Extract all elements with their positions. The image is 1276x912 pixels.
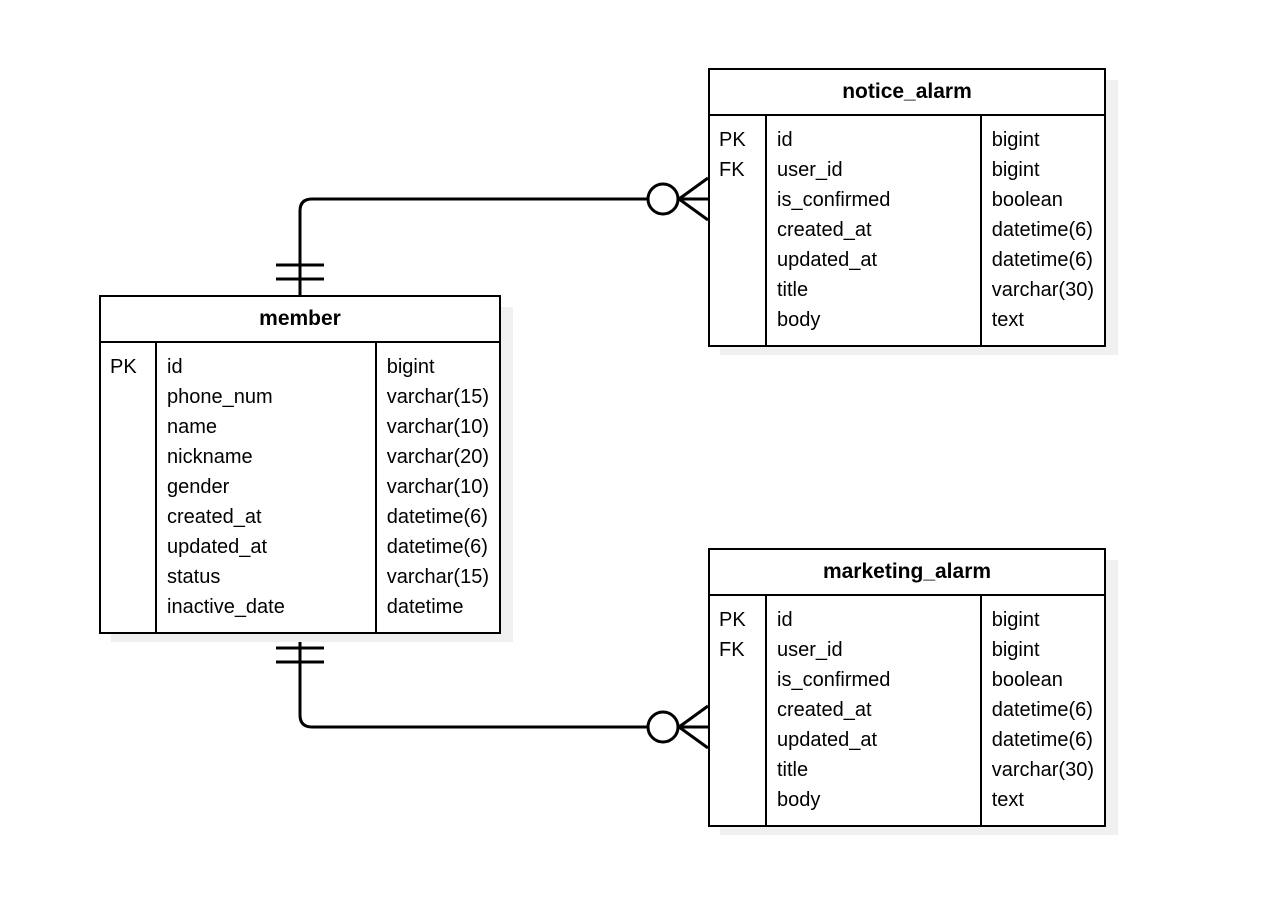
crowsfoot-upper-marketing [678,704,709,729]
key-cell [719,665,757,695]
column-name-cell: updated_at [777,249,878,271]
column-name-cell: gender [167,476,230,498]
entity-marketing-alarm[interactable]: marketing_alarm PK FK id user_id is_conf… [708,548,1106,827]
key-cell [110,532,147,562]
column-type-cell: boolean [991,669,1063,691]
entity-title-member: member [101,297,499,343]
column-type-cell: varchar(15) [386,386,489,408]
column-name-cell: id [777,609,793,631]
entity-key-column-member: PK [101,343,157,632]
column-name-cell: status [167,566,221,588]
column-name-cell: created_at [777,219,872,241]
column-type-cell: varchar(30) [991,759,1094,781]
crowsfoot-lower-marketing [678,725,709,750]
column-name-cell: phone_num [167,386,273,408]
key-cell: FK [719,159,745,181]
crowsfoot-upper-notice [678,176,709,201]
column-type-cell: varchar(20) [386,446,489,468]
entity-notice-alarm[interactable]: notice_alarm PK FK id user_id is_confirm… [708,68,1106,347]
column-name-cell: title [777,759,809,781]
column-type-cell: text [991,309,1024,331]
key-cell: PK [719,609,746,631]
column-name-cell: created_at [777,699,872,721]
column-name-cell: inactive_date [167,596,285,618]
column-name-cell: nickname [167,446,253,468]
column-name-cell: id [167,356,183,378]
entity-title-marketing-alarm: marketing_alarm [710,550,1104,596]
key-cell [110,442,147,472]
key-cell [719,275,757,305]
column-type-cell: text [991,789,1024,811]
column-name-cell: user_id [777,159,843,181]
column-name-cell: title [777,279,809,301]
key-cell [110,412,147,442]
column-type-cell: bigint [991,609,1040,631]
entity-type-column-notice-alarm: bigint bigint boolean datetime(6) dateti… [982,116,1104,345]
column-type-cell: datetime(6) [991,729,1093,751]
entity-key-column-notice-alarm: PK FK [710,116,767,345]
key-cell [110,592,147,622]
entity-body-member: PK id phone_num name nickname gender cre… [101,343,499,632]
column-type-cell: bigint [991,129,1040,151]
column-name-cell: is_confirmed [777,669,891,691]
entity-name-column-member: id phone_num name nickname gender create… [157,343,377,632]
key-cell [719,185,757,215]
entity-body-notice-alarm: PK FK id user_id is_confirmed created_at… [710,116,1104,345]
entity-type-column-member: bigint varchar(15) varchar(10) varchar(2… [377,343,499,632]
column-name-cell: created_at [167,506,262,528]
key-cell [110,472,147,502]
column-name-cell: updated_at [167,536,268,558]
key-cell: FK [719,639,745,661]
column-type-cell: datetime(6) [991,699,1093,721]
key-cell [719,785,757,815]
key-cell: PK [719,129,746,151]
entity-title-notice-alarm: notice_alarm [710,70,1104,116]
column-type-cell: boolean [991,189,1063,211]
column-name-cell: name [167,416,218,438]
relationship-line-member-marketing-alarm [298,631,648,729]
key-cell [719,695,757,725]
relationship-member-notice-alarm [276,176,709,295]
column-type-cell: varchar(10) [386,476,489,498]
column-name-cell: is_confirmed [777,189,891,211]
column-type-cell: varchar(10) [386,416,489,438]
column-type-cell: bigint [991,159,1040,181]
entity-name-column-notice-alarm: id user_id is_confirmed created_at updat… [767,116,982,345]
column-type-cell: datetime(6) [991,219,1093,241]
column-type-cell: varchar(30) [991,279,1094,301]
cardinality-zero-circle-marketing [646,710,680,744]
key-cell [719,245,757,275]
column-name-cell: id [777,129,793,151]
key-cell [719,305,757,335]
key-cell [110,382,147,412]
column-type-cell: varchar(15) [386,566,489,588]
entity-body-marketing-alarm: PK FK id user_id is_confirmed created_at… [710,596,1104,825]
key-cell [110,502,147,532]
column-type-cell: datetime [386,596,464,618]
key-cell [719,725,757,755]
crowsfoot-lower-notice [678,197,709,222]
column-type-cell: datetime(6) [386,506,488,528]
key-cell [719,755,757,785]
relationship-line-member-notice-alarm [298,197,648,295]
entity-type-column-marketing-alarm: bigint bigint boolean datetime(6) dateti… [982,596,1104,825]
relationship-member-marketing-alarm [276,631,709,750]
entity-key-column-marketing-alarm: PK FK [710,596,767,825]
cardinality-zero-circle-notice [646,182,680,216]
column-type-cell: bigint [386,356,435,378]
column-type-cell: bigint [991,639,1040,661]
column-type-cell: datetime(6) [991,249,1093,271]
entity-name-column-marketing-alarm: id user_id is_confirmed created_at updat… [767,596,982,825]
key-cell [719,215,757,245]
column-type-cell: datetime(6) [386,536,488,558]
column-name-cell: body [777,789,821,811]
key-cell [110,562,147,592]
key-cell: PK [110,356,137,378]
column-name-cell: body [777,309,821,331]
column-name-cell: updated_at [777,729,878,751]
entity-member[interactable]: member PK id phone_num name nickname gen… [99,295,501,634]
column-name-cell: user_id [777,639,843,661]
